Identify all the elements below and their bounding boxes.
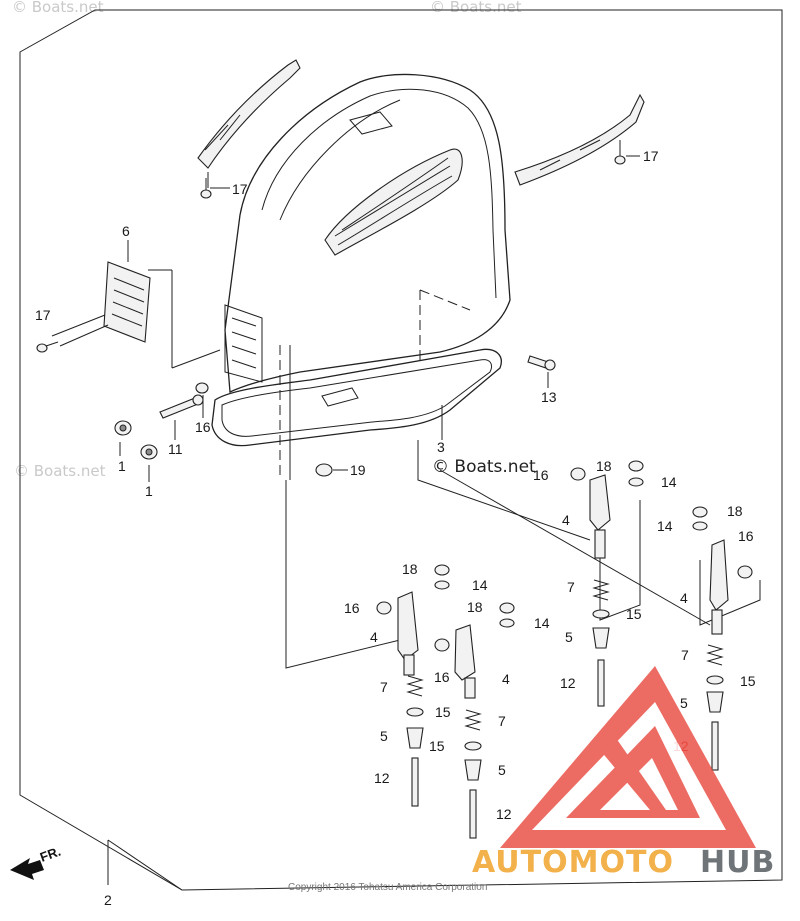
nut-18c	[434, 564, 450, 576]
callout-2: 2	[104, 892, 112, 908]
brand-text-automoto: AUTOMOTO	[472, 845, 674, 880]
callout-5d: 5	[498, 762, 506, 778]
watermark-left: © Boats.net	[14, 462, 106, 480]
nut-18a	[628, 460, 644, 472]
watermark-top-right: © Boats.net	[430, 0, 522, 16]
collar-16e	[434, 638, 450, 652]
side-trim-left	[197, 59, 301, 188]
collar-16c	[737, 565, 753, 579]
callout-16b: 16	[533, 467, 549, 483]
callout-4c: 4	[370, 629, 378, 645]
washer-14a	[628, 477, 644, 487]
callout-18c: 18	[402, 561, 418, 577]
spring-stack-mid	[464, 709, 482, 839]
callout-17c: 17	[643, 148, 659, 164]
callout-16e: 16	[434, 669, 450, 685]
callout-7a: 7	[567, 579, 575, 595]
collar-16d	[376, 601, 392, 615]
callout-16c: 16	[738, 528, 754, 544]
bolt-13	[527, 355, 556, 371]
callout-6: 6	[122, 223, 130, 239]
callout-19: 19	[350, 462, 366, 478]
watermark-top-left: © Boats.net	[12, 0, 104, 16]
grommet-1b	[140, 444, 158, 460]
callout-15b: 15	[740, 673, 756, 689]
latch-4d	[454, 624, 476, 699]
callout-14b: 14	[657, 518, 673, 534]
callout-5b: 5	[680, 695, 688, 711]
callout-11: 11	[168, 441, 183, 457]
callout-12c: 12	[374, 770, 390, 786]
callout-14a: 14	[661, 474, 677, 490]
washer-14d	[499, 618, 515, 628]
copyright: Copyright 2016 Tohatsu America Corporati…	[288, 882, 487, 893]
callout-16d: 16	[344, 600, 360, 616]
collar-16b	[570, 467, 586, 481]
callout-17a: 17	[35, 307, 51, 323]
washer-14b	[692, 521, 708, 531]
callout-12d: 12	[496, 806, 512, 822]
callouts: 6 17 17 17 1 1 11 16 13 3 19 © Boats.net…	[35, 148, 756, 908]
grille	[103, 261, 151, 343]
direction-label: FR.	[38, 844, 63, 865]
callout-5a: 5	[565, 629, 573, 645]
latch-4c	[397, 591, 419, 676]
callout-18b: 18	[727, 503, 743, 519]
callout-14d: 14	[534, 615, 550, 631]
callout-17b: 17	[232, 181, 248, 197]
callout-1b: 1	[145, 483, 153, 499]
side-trim-right	[514, 93, 645, 186]
top-cowling	[211, 73, 511, 447]
callout-7c: 7	[380, 679, 388, 695]
latch-4b	[709, 539, 729, 635]
nut-18d	[499, 602, 515, 614]
callout-15a: 15	[626, 606, 642, 622]
callout-14c: 14	[472, 577, 488, 593]
callout-7b: 7	[681, 647, 689, 663]
brand-logo: AUTOMOTO HUB	[472, 666, 775, 880]
collar-16a	[195, 382, 209, 394]
grommet-19	[315, 463, 333, 477]
callout-4d: 4	[502, 671, 510, 687]
watermark-center: © Boats.net	[432, 457, 536, 477]
grommet-1a	[114, 420, 132, 436]
callout-4b: 4	[680, 590, 688, 606]
callout-18a: 18	[596, 458, 612, 474]
latch-4a	[589, 474, 611, 559]
washer-14c	[434, 580, 450, 590]
callout-13: 13	[541, 389, 557, 405]
callout-18d: 18	[467, 599, 483, 615]
leader-lines	[51, 155, 761, 891]
nut-18b	[692, 506, 708, 518]
screw-17b	[200, 178, 212, 199]
callout-12a: 12	[560, 675, 576, 691]
callout-15d: 15	[429, 738, 445, 754]
screw-17a	[36, 341, 59, 353]
callout-1a: 1	[118, 458, 126, 474]
spring-stack-far-right	[706, 644, 724, 771]
screw-17c	[614, 145, 626, 165]
callout-15c: 15	[435, 704, 451, 720]
callout-3: 3	[437, 439, 445, 455]
spring-stack-right	[592, 579, 610, 707]
spring-stack-left	[406, 675, 424, 807]
bolt-11	[159, 394, 204, 419]
front-direction-arrow: FR.	[10, 844, 63, 880]
callout-7d: 7	[498, 713, 506, 729]
callout-16a: 16	[195, 419, 211, 435]
brand-text-hub: HUB	[700, 845, 775, 880]
callout-5c: 5	[380, 728, 388, 744]
callout-4a: 4	[562, 512, 570, 528]
